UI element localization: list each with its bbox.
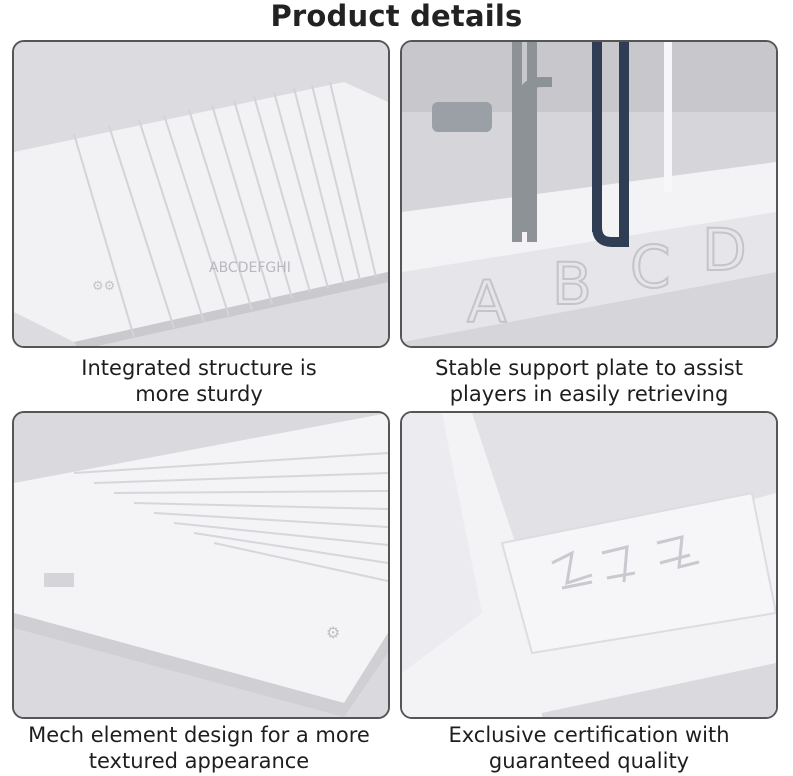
caption-integrated-structure: Integrated structure is more sturdy [81,356,317,406]
caption-mech-element: Mech element design for a more textured … [28,723,370,773]
product-photo-certification [400,411,778,719]
letter-A-engraving: A [467,268,507,336]
caption-support-plate: Stable support plate to assist players i… [435,356,743,406]
slot-letters-engraving: ABCDEFGHI [209,260,291,276]
product-photo-integrated-structure: ABCDEFGHI ⚙⚙ [12,40,390,348]
product-photo-mech-element: ⚙ [12,411,390,719]
svg-text:⚙: ⚙ [326,623,340,642]
caption-certification: Exclusive certification with guaranteed … [448,723,730,773]
letter-B-engraving: B [552,250,592,318]
svg-text:⚙⚙: ⚙⚙ [92,279,115,294]
letter-D-engraving: D [702,216,747,284]
page-title: Product details [270,0,523,33]
letter-C-engraving: C [630,233,671,301]
product-photo-support-plate: A B C D [400,40,778,348]
